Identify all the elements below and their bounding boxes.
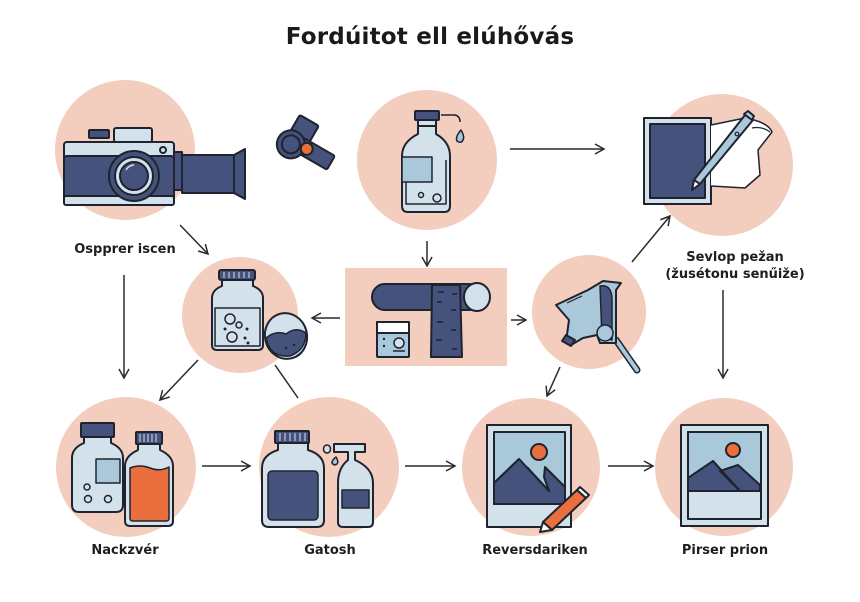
bottles-icon — [71, 422, 174, 527]
label-print: Pirser prion — [681, 543, 769, 558]
arrow-clip-to-tablet — [631, 214, 671, 263]
label-tablet-pen-line2: (žusétonu senűiže) — [665, 267, 805, 282]
arrow-jar-to-bottles — [158, 359, 199, 402]
jar-with-dish-icon — [211, 269, 309, 360]
label-gatosh: Gatosh — [304, 543, 356, 558]
label-camera: Ospprer iscen — [74, 242, 176, 257]
film-clip-magnifier-icon — [555, 280, 641, 374]
label-reversal: Reversdariken — [482, 543, 588, 558]
edges — [118, 143, 729, 472]
camera-icon — [63, 127, 246, 206]
tablet-pen-icon — [643, 110, 773, 205]
diagram-title: Fordúitot ell elúhővás — [285, 24, 575, 50]
film-roll-bg-rect — [345, 268, 507, 366]
line-jar-to-gatosh — [274, 364, 299, 399]
bottle-spray-icon — [261, 430, 374, 528]
label-tablet-pen-line1: Sevlop pežan — [686, 250, 784, 265]
arrow-camera-to-jar — [179, 224, 210, 256]
film-canister-icon — [275, 114, 336, 171]
film-roll-icon — [371, 282, 491, 358]
chemical-bottle-icon — [401, 110, 465, 213]
photo-edit-icon — [486, 424, 590, 533]
arrow-clip-to-reversal — [545, 366, 561, 398]
label-bottles: Nackzvér — [91, 543, 159, 558]
photo-print-icon — [680, 424, 769, 527]
